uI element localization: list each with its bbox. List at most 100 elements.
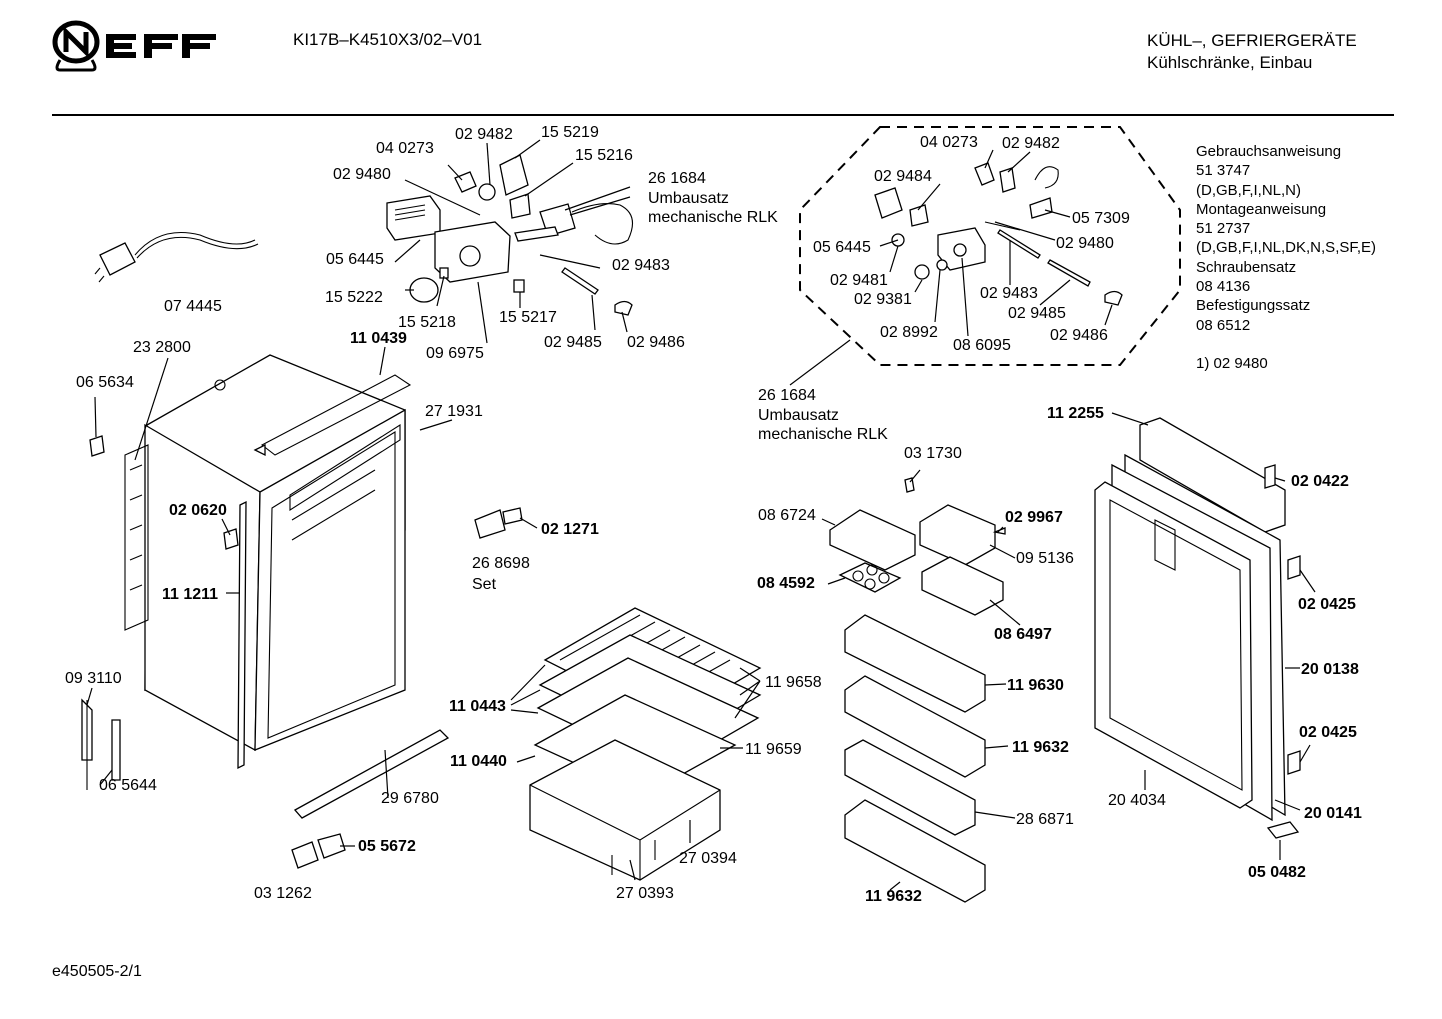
part-label: 02 1271 — [541, 521, 599, 538]
part-label: 02 9483 — [612, 257, 670, 274]
part-label: 07 4445 — [164, 298, 222, 315]
part-label: 11 0439 — [350, 330, 407, 347]
part-label: 05 7309 — [1072, 210, 1130, 227]
part-label: 08 4592 — [757, 575, 815, 592]
power-cord — [94, 231, 259, 283]
part-label: 26 8698 — [472, 555, 530, 572]
part-label: 02 9485 — [544, 334, 602, 351]
part-label: 02 9381 — [854, 291, 912, 308]
info-line: 51 3747 — [1196, 162, 1251, 180]
part-label: 20 0138 — [1301, 661, 1359, 678]
part-label: 11 2255 — [1047, 405, 1104, 422]
info-line: 08 6512 — [1196, 316, 1251, 334]
door-bins — [829, 477, 1006, 903]
part-label: 27 0393 — [616, 885, 674, 902]
part-label: 27 1931 — [425, 403, 483, 420]
part-label: Set — [472, 576, 497, 593]
shelves — [529, 607, 762, 881]
part-label: 11 9632 — [1012, 739, 1069, 756]
part-label: 20 0141 — [1304, 805, 1362, 822]
part-label: 08 6095 — [953, 337, 1011, 354]
part-label: 02 9481 — [830, 272, 888, 289]
info-line: (D,GB,F,I,NL,DK,N,S,SF,E) — [1196, 239, 1377, 257]
part-label: 06 5634 — [76, 374, 134, 391]
part-label: Umbausatz — [758, 407, 839, 424]
part-label: 03 1262 — [254, 885, 312, 902]
part-label: 05 0482 — [1248, 864, 1306, 881]
document-code: e450505-2/1 — [52, 963, 142, 980]
part-label: 15 5222 — [325, 289, 383, 306]
part-label: 11 9658 — [765, 674, 822, 691]
info-line: Schraubensatz — [1196, 258, 1297, 276]
part-label: 08 6724 — [758, 507, 816, 524]
part-label: 02 8992 — [880, 324, 938, 341]
part-label: 02 0620 — [169, 502, 227, 519]
cabinet — [124, 354, 412, 770]
part-label: 02 9480 — [333, 166, 391, 183]
part-label: 04 0273 — [376, 140, 434, 157]
part-label: 11 9659 — [745, 741, 802, 758]
part-label: 08 6497 — [994, 626, 1052, 643]
part-label: 15 5219 — [541, 124, 599, 141]
part-label: 11 1211 — [162, 586, 218, 603]
part-label: 05 6445 — [326, 251, 384, 268]
part-label: 02 0422 — [1291, 473, 1349, 490]
part-label: 26 1684 — [758, 387, 816, 404]
part-label: 02 0425 — [1299, 724, 1357, 741]
part-label: 15 5217 — [499, 309, 557, 326]
info-line: 1) 02 9480 — [1196, 355, 1268, 373]
part-label: 28 6871 — [1016, 811, 1074, 828]
category-line-1: KÜHL–, GEFRIERGERÄTE — [1147, 31, 1357, 50]
part-label: 11 0440 — [450, 753, 507, 770]
part-labels: 04 0273 02 9482 15 5219 15 5216 02 9480 … — [65, 124, 1362, 905]
part-label: 15 5216 — [575, 147, 633, 164]
part-label: 02 0425 — [1298, 596, 1356, 613]
part-label: 03 1730 — [904, 445, 962, 462]
header-rule — [52, 114, 1394, 116]
leader-lines — [86, 139, 1316, 891]
info-line: 51 2737 — [1196, 220, 1251, 238]
thermostat-assembly — [386, 154, 634, 316]
part-label: 15 5218 — [398, 314, 456, 331]
part-label: 29 6780 — [381, 790, 439, 807]
part-label: 09 6975 — [426, 345, 484, 362]
info-line: Montageanweisung — [1196, 200, 1327, 218]
neff-logo — [52, 20, 216, 72]
part-label: 11 9630 — [1007, 677, 1064, 694]
part-label: 02 9483 — [980, 285, 1038, 302]
part-label: 02 9484 — [874, 168, 932, 185]
part-label: 02 9482 — [455, 126, 513, 143]
part-label: 09 5136 — [1016, 550, 1074, 567]
part-label: Umbausatz — [648, 190, 729, 207]
part-label: mechanische RLK — [648, 209, 778, 226]
info-line: (D,GB,F,I,NL,N) — [1196, 181, 1302, 199]
model-number: KI17B–K4510X3/02–V01 — [293, 30, 483, 49]
conversion-kit-boundary — [799, 126, 1181, 366]
part-label: mechanische RLK — [758, 426, 888, 443]
part-label: 02 9486 — [1050, 327, 1108, 344]
part-label: 27 0394 — [679, 850, 737, 867]
category-line-2: Kühlschränke, Einbau — [1147, 53, 1313, 72]
part-label: 09 3110 — [65, 670, 122, 687]
small-parts-left — [81, 435, 523, 869]
part-label: 05 5672 — [358, 838, 416, 855]
part-label: 02 9486 — [627, 334, 685, 351]
part-label: 06 5644 — [99, 777, 157, 794]
part-label: 04 0273 — [920, 134, 978, 151]
part-label: 02 9482 — [1002, 135, 1060, 152]
info-line: Befestigungssatz — [1196, 297, 1311, 315]
part-label: 02 9967 — [1005, 509, 1063, 526]
part-label: 20 4034 — [1108, 792, 1166, 809]
category-title: KÜHL–, GEFRIERGERÄTE Kühlschränke, Einba… — [1147, 30, 1357, 74]
door-assembly — [1094, 417, 1301, 839]
part-label: 02 9485 — [1008, 305, 1066, 322]
part-label: 26 1684 — [648, 170, 706, 187]
conversion-kit-parts — [874, 162, 1123, 306]
part-label: 23 2800 — [133, 339, 191, 356]
info-line: 08 4136 — [1196, 278, 1251, 296]
info-line: Gebrauchsanweisung — [1196, 143, 1342, 160]
part-label: 11 0443 — [449, 698, 506, 715]
part-label: 11 9632 — [865, 888, 922, 905]
part-label: 05 6445 — [813, 239, 871, 256]
